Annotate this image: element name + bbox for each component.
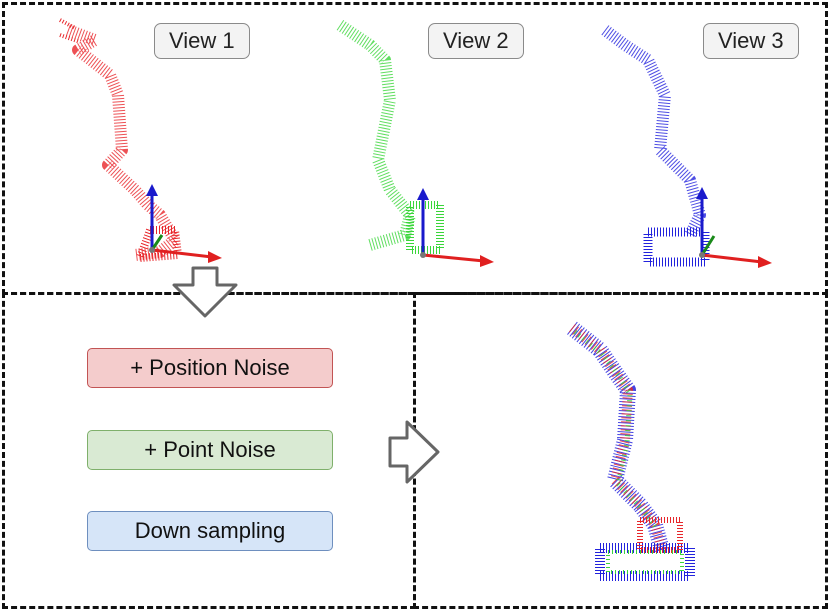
position-noise-box: + Position Noise bbox=[87, 348, 333, 388]
view-2-label: View 2 bbox=[428, 23, 524, 59]
point-noise-box: + Point Noise bbox=[87, 430, 333, 470]
view-1-point-cloud bbox=[59, 18, 183, 263]
view-1-axes bbox=[146, 184, 222, 263]
view-3-point-cloud bbox=[601, 25, 710, 267]
view-3-axes bbox=[696, 187, 772, 268]
view-2-axes bbox=[417, 188, 494, 267]
view-3-label: View 3 bbox=[703, 23, 799, 59]
view-1-label: View 1 bbox=[154, 23, 250, 59]
view-2-point-cloud bbox=[336, 20, 444, 254]
down-sampling-box: Down sampling bbox=[87, 511, 333, 551]
